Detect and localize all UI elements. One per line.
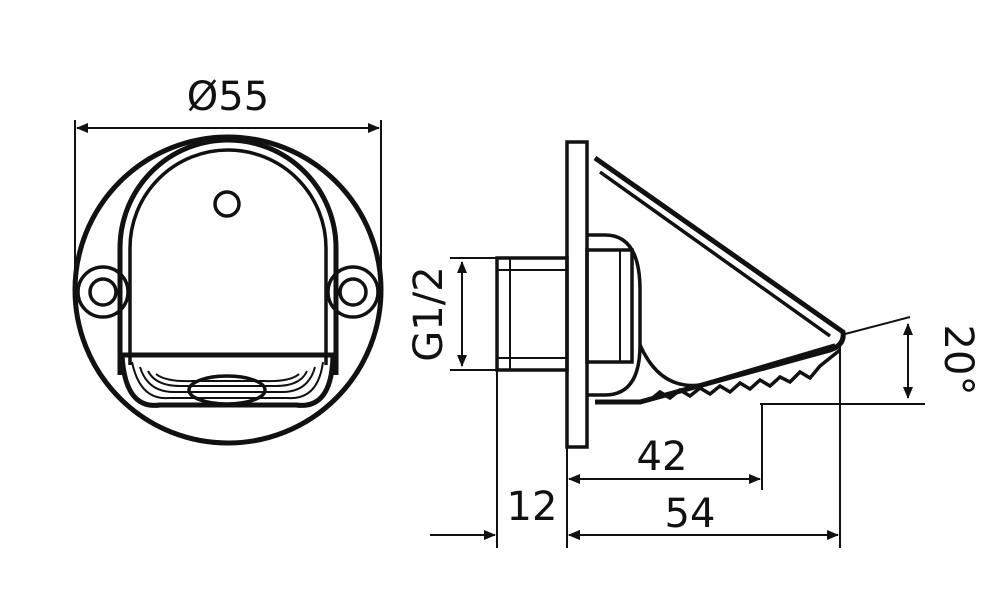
right-mounting-hole-icon — [326, 265, 380, 319]
length-total-label: 54 — [665, 491, 716, 537]
angle-dimension: 20° — [760, 316, 981, 405]
spray-face-serrations — [648, 348, 842, 402]
thread-dimension: G1/2 — [406, 257, 497, 371]
body-neck — [587, 233, 642, 397]
spray-head-housing — [593, 155, 846, 405]
diameter-label: Ø55 — [187, 74, 269, 120]
thread-label: G1/2 — [406, 266, 452, 361]
thread-length-dimension: 12 — [430, 484, 597, 540]
left-mounting-hole-icon — [76, 265, 130, 319]
length-inner-label: 42 — [637, 434, 688, 480]
front-view: Ø55 — [72, 74, 384, 446]
housing-outline — [117, 137, 339, 375]
housing-inner-outline — [128, 148, 328, 365]
thread-length-label: 12 — [507, 484, 558, 530]
length-total-dimension: 54 — [568, 491, 839, 540]
thread-connector — [495, 256, 569, 372]
angle-label: 20° — [935, 325, 981, 396]
side-view: 20° G1/2 42 54 12 — [406, 140, 981, 548]
spray-nozzle-face — [119, 352, 336, 408]
diameter-dimension: Ø55 — [74, 74, 382, 290]
length-inner-dimension: 42 — [568, 434, 761, 484]
wall-flange — [565, 140, 589, 449]
vent-hole-icon — [213, 190, 241, 218]
